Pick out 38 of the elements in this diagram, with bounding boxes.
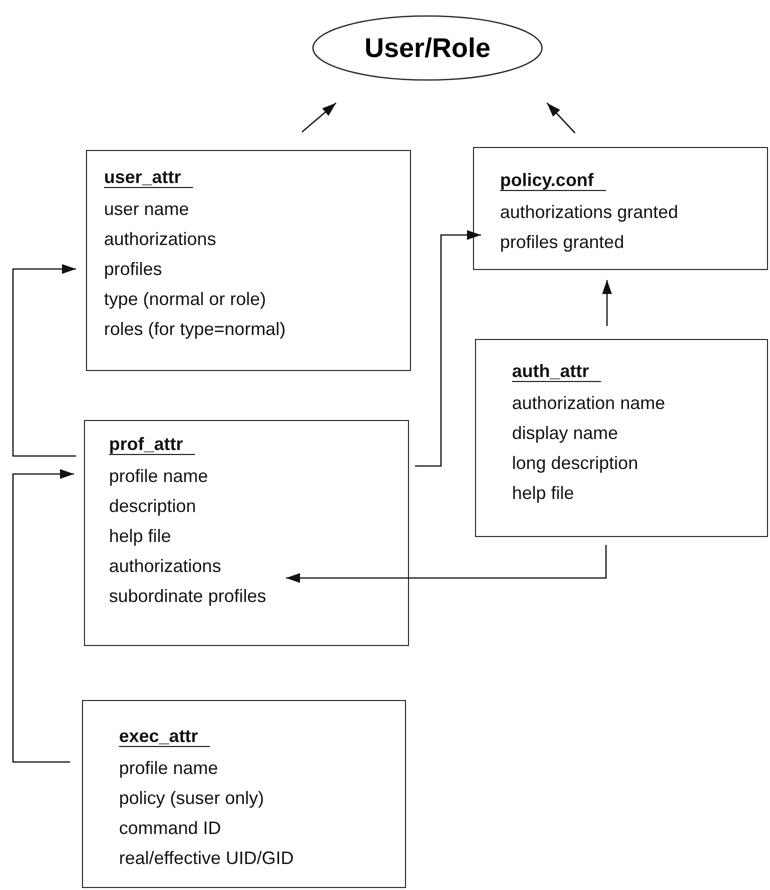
field-name: type (normal or role) (104, 288, 266, 310)
arrow (602, 280, 612, 326)
field-name: subordinate profiles (109, 585, 266, 607)
arrow (415, 230, 481, 467)
field-name: profiles (104, 258, 162, 280)
table-box (86, 150, 411, 371)
field-name: authorizations (109, 555, 222, 577)
table-name: prof_attr (109, 435, 196, 455)
field-name: user name (104, 198, 190, 220)
field-name: help file (109, 525, 172, 547)
table-name: policy.conf (500, 171, 606, 191)
field-name: profile name (119, 757, 218, 779)
role-label: User/Role (363, 32, 492, 64)
table-box (82, 700, 406, 888)
table-name: user_attr (104, 168, 194, 188)
table-name: exec_attr (119, 727, 210, 747)
table-box (475, 339, 768, 537)
field-name: authorizations granted (500, 201, 678, 223)
field-name: help file (512, 482, 574, 504)
table-box (84, 420, 409, 646)
arrow (12, 469, 74, 763)
field-name: profile name (109, 465, 208, 487)
field-name: authorization name (512, 392, 666, 414)
arrow (286, 545, 607, 583)
arrow (12, 264, 76, 457)
field-name: authorizations (104, 228, 216, 250)
table-name: auth_attr (512, 362, 602, 382)
field-name: display name (512, 422, 618, 444)
field-name: command ID (119, 817, 222, 839)
arrow (546, 102, 576, 134)
field-name: real/effective UID/GID (119, 847, 294, 869)
field-name: long description (512, 452, 638, 474)
table-box (473, 147, 768, 270)
field-name: policy (suser only) (119, 787, 264, 809)
arrow (302, 102, 336, 132)
field-name: description (109, 495, 196, 517)
field-name: roles (for type=normal) (104, 318, 286, 340)
field-name: profiles granted (500, 231, 624, 253)
